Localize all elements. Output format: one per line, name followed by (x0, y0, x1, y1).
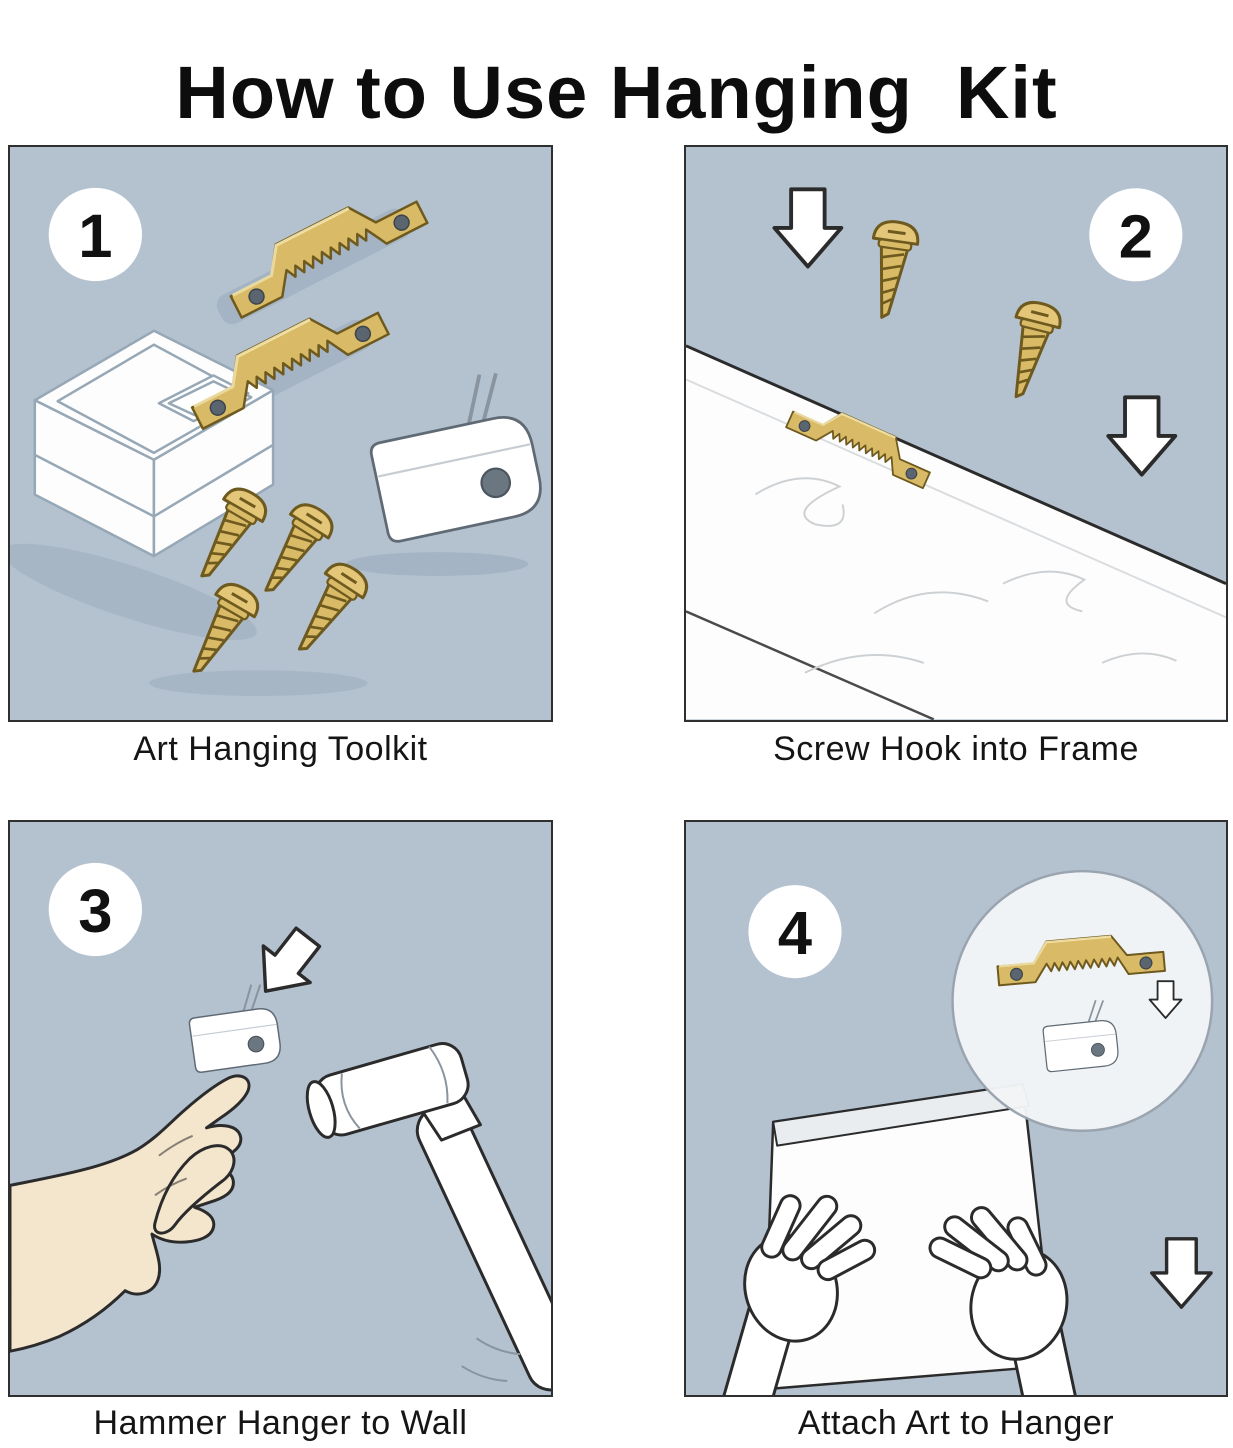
step-2-illustration: 2 (686, 187, 1226, 720)
step-3-panel: 3 (8, 820, 553, 1397)
step-2-panel: 2 (684, 145, 1228, 722)
wall-hook-illustration (357, 365, 549, 546)
right-hand-illustration (928, 1206, 1087, 1395)
step-3-caption: Hammer Hanger to Wall (93, 1404, 468, 1442)
screw-illustration (995, 296, 1066, 405)
step-number: 2 (1119, 202, 1153, 271)
step-number-badge: 1 (48, 187, 143, 282)
step-1-caption: Art Hanging Toolkit (133, 730, 428, 768)
shadow (10, 543, 257, 640)
page-title: How to Use Hanging Kit (175, 50, 1058, 134)
wall-hook-illustration (184, 980, 284, 1074)
step-number-badge: 3 (48, 862, 143, 957)
step-4-panel: 4 (684, 820, 1228, 1397)
step-number: 3 (78, 877, 112, 946)
step-1-panel: 1 (8, 145, 553, 722)
step-2-caption: Screw Hook into Frame (773, 730, 1139, 768)
shadow (345, 552, 529, 576)
thumb (153, 1144, 236, 1235)
step-4-illustration: 4 (714, 869, 1214, 1395)
down-arrow-icon (772, 187, 844, 269)
step-3-illustration: 3 (10, 862, 551, 1392)
left-hand-illustration (714, 1194, 877, 1395)
sawtooth-hanger-illustration (217, 177, 429, 320)
magnified-detail (951, 869, 1214, 1133)
step-number-badge: 4 (748, 885, 842, 979)
wood-grain (754, 477, 1177, 674)
screw-illustration (861, 217, 922, 323)
step-number: 1 (78, 202, 112, 271)
frame-illustration (686, 344, 1226, 720)
shadow (148, 670, 368, 697)
step-4-caption: Attach Art to Hanger (797, 1404, 1115, 1442)
step-number: 4 (778, 899, 812, 968)
down-arrow-icon (1150, 1237, 1213, 1309)
screw-illustration (281, 555, 375, 665)
hammer-illustration (305, 1042, 551, 1392)
step-1-illustration: 1 (10, 177, 549, 697)
hand-illustration (10, 1074, 251, 1353)
step-number-badge: 2 (1089, 188, 1183, 282)
down-arrow-icon (1106, 395, 1178, 477)
